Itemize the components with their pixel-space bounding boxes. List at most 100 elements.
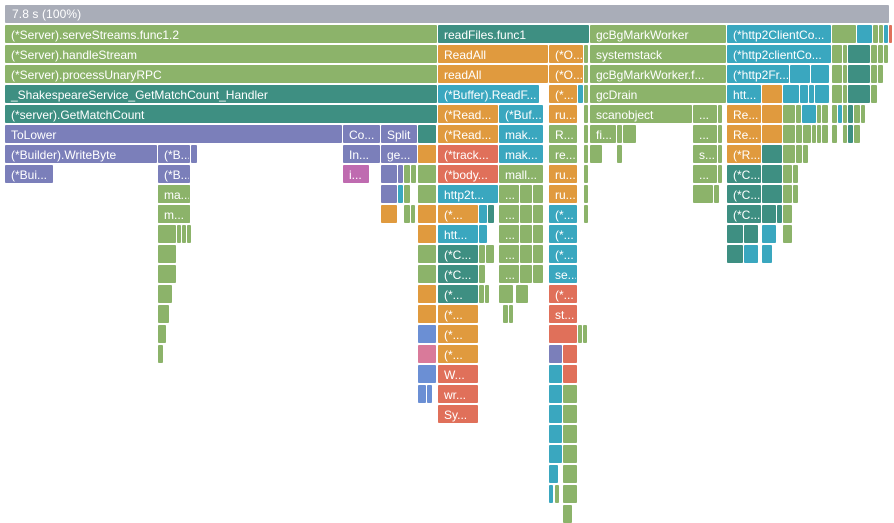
- flame-frame-unlabeled[interactable]: [533, 245, 543, 263]
- flame-frame-unlabeled[interactable]: [727, 225, 743, 243]
- flame-frame-unlabeled[interactable]: [815, 85, 829, 103]
- flame-frame-unlabeled[interactable]: [783, 105, 795, 123]
- flame-frame-unlabeled[interactable]: [796, 145, 802, 163]
- flame-frame[interactable]: ma...: [158, 185, 190, 203]
- flame-frame-unlabeled[interactable]: [848, 105, 853, 123]
- flame-frame-unlabeled[interactable]: [762, 145, 782, 163]
- flame-frame[interactable]: (*server).GetMatchCount: [5, 105, 437, 123]
- flame-frame-unlabeled[interactable]: [584, 85, 588, 103]
- flame-frame-unlabeled[interactable]: [584, 105, 588, 123]
- flame-frame-unlabeled[interactable]: [796, 125, 802, 143]
- flame-frame-unlabeled[interactable]: [871, 45, 877, 63]
- flame-frame-unlabeled[interactable]: [520, 205, 532, 223]
- flame-frame[interactable]: (*C...: [727, 185, 761, 203]
- flame-frame-unlabeled[interactable]: [857, 25, 872, 43]
- flame-frame-unlabeled[interactable]: [832, 25, 856, 43]
- flame-frame[interactable]: ru...: [549, 105, 577, 123]
- flame-frame[interactable]: ...: [499, 205, 519, 223]
- flame-frame-unlabeled[interactable]: [843, 105, 847, 123]
- flame-frame[interactable]: ...: [693, 165, 717, 183]
- flame-frame[interactable]: (*Server).serveStreams.func1.2: [5, 25, 437, 43]
- flame-frame[interactable]: In...: [343, 145, 380, 163]
- flame-frame-unlabeled[interactable]: [693, 185, 713, 203]
- flame-frame[interactable]: mak...: [499, 125, 543, 143]
- flame-frame[interactable]: gcBgMarkWorker.f...: [590, 65, 726, 83]
- flame-frame-unlabeled[interactable]: [411, 205, 415, 223]
- flame-frame-unlabeled[interactable]: [718, 105, 722, 123]
- flame-frame-unlabeled[interactable]: [817, 105, 821, 123]
- flame-frame-unlabeled[interactable]: [418, 285, 436, 303]
- flame-frame-unlabeled[interactable]: [832, 125, 837, 143]
- flame-frame[interactable]: (*...: [438, 325, 478, 343]
- flame-frame-unlabeled[interactable]: [563, 345, 577, 363]
- flame-frame-unlabeled[interactable]: [549, 365, 562, 383]
- flame-frame-unlabeled[interactable]: [520, 245, 532, 263]
- flame-frame-unlabeled[interactable]: [563, 365, 577, 383]
- flame-frame[interactable]: (*...: [549, 285, 577, 303]
- flame-frame-unlabeled[interactable]: [777, 205, 782, 223]
- flame-frame[interactable]: (*C...: [727, 165, 761, 183]
- flame-frame[interactable]: ...: [499, 185, 519, 203]
- flame-frame[interactable]: (*Buffer).ReadF...: [438, 85, 539, 103]
- flame-frame-unlabeled[interactable]: [584, 125, 588, 143]
- flame-frame-unlabeled[interactable]: [800, 85, 808, 103]
- flame-frame-unlabeled[interactable]: [783, 225, 792, 243]
- flame-frame[interactable]: htt...: [727, 85, 761, 103]
- flame-frame-unlabeled[interactable]: [563, 465, 577, 483]
- flame-frame[interactable]: (*...: [549, 85, 577, 103]
- flame-frame-unlabeled[interactable]: [479, 245, 485, 263]
- flame-frame[interactable]: (*...: [549, 245, 577, 263]
- flame-frame-unlabeled[interactable]: [549, 485, 553, 503]
- flame-frame[interactable]: Re...: [727, 105, 761, 123]
- flame-frame-unlabeled[interactable]: [499, 285, 513, 303]
- flame-frame-unlabeled[interactable]: [427, 385, 432, 403]
- flame-frame[interactable]: (*http2clientCo...: [727, 45, 831, 63]
- flame-frame-unlabeled[interactable]: [762, 185, 782, 203]
- flame-frame-unlabeled[interactable]: [783, 125, 795, 143]
- flame-frame[interactable]: s...: [693, 145, 717, 163]
- flame-frame[interactable]: (*B...: [158, 165, 190, 183]
- flame-frame-unlabeled[interactable]: [584, 65, 588, 83]
- flame-frame-unlabeled[interactable]: [533, 265, 543, 283]
- flame-frame[interactable]: (*Read...: [438, 105, 498, 123]
- flame-frame-unlabeled[interactable]: [762, 245, 772, 263]
- flame-frame-unlabeled[interactable]: [871, 65, 877, 83]
- flame-frame[interactable]: (*track...: [438, 145, 498, 163]
- flame-frame-unlabeled[interactable]: [563, 445, 577, 463]
- flame-frame-unlabeled[interactable]: [520, 225, 532, 243]
- flame-frame[interactable]: se...: [549, 265, 577, 283]
- flame-frame-unlabeled[interactable]: [555, 485, 559, 503]
- flame-frame-unlabeled[interactable]: [762, 165, 782, 183]
- flame-frame[interactable]: scanobject: [590, 105, 692, 123]
- flame-frame[interactable]: (*...: [438, 285, 478, 303]
- flame-frame-unlabeled[interactable]: [381, 185, 397, 203]
- flame-frame-unlabeled[interactable]: [549, 405, 562, 423]
- flame-frame-unlabeled[interactable]: [714, 185, 719, 203]
- flame-frame-unlabeled[interactable]: [790, 65, 810, 83]
- flame-frame[interactable]: (*...: [438, 205, 478, 223]
- flame-frame-unlabeled[interactable]: [158, 285, 172, 303]
- flame-frame[interactable]: ru...: [549, 165, 577, 183]
- flame-frame-unlabeled[interactable]: [803, 125, 811, 143]
- flame-frame[interactable]: (*C...: [727, 205, 761, 223]
- flame-frame-unlabeled[interactable]: [158, 245, 176, 263]
- flame-frame[interactable]: (*http2ClientCo...: [727, 25, 831, 43]
- flame-frame-unlabeled[interactable]: [418, 365, 436, 383]
- flame-frame-unlabeled[interactable]: [404, 205, 410, 223]
- flame-frame-unlabeled[interactable]: [479, 265, 485, 283]
- flame-frame[interactable]: gcBgMarkWorker: [590, 25, 726, 43]
- flame-frame-unlabeled[interactable]: [418, 185, 436, 203]
- flame-frame-unlabeled[interactable]: [158, 345, 163, 363]
- flame-frame-unlabeled[interactable]: [803, 145, 808, 163]
- flame-frame[interactable]: mall...: [499, 165, 543, 183]
- flame-frame-unlabeled[interactable]: [158, 325, 166, 343]
- flame-frame[interactable]: mak...: [499, 145, 543, 163]
- flame-frame-unlabeled[interactable]: [418, 385, 426, 403]
- flame-frame-unlabeled[interactable]: [549, 385, 562, 403]
- flame-frame-unlabeled[interactable]: [812, 125, 816, 143]
- flame-frame-unlabeled[interactable]: [802, 105, 816, 123]
- flame-frame[interactable]: Sy...: [438, 405, 478, 423]
- root-duration-label[interactable]: 7.8 s (100%): [5, 5, 889, 23]
- flame-frame-unlabeled[interactable]: [533, 185, 543, 203]
